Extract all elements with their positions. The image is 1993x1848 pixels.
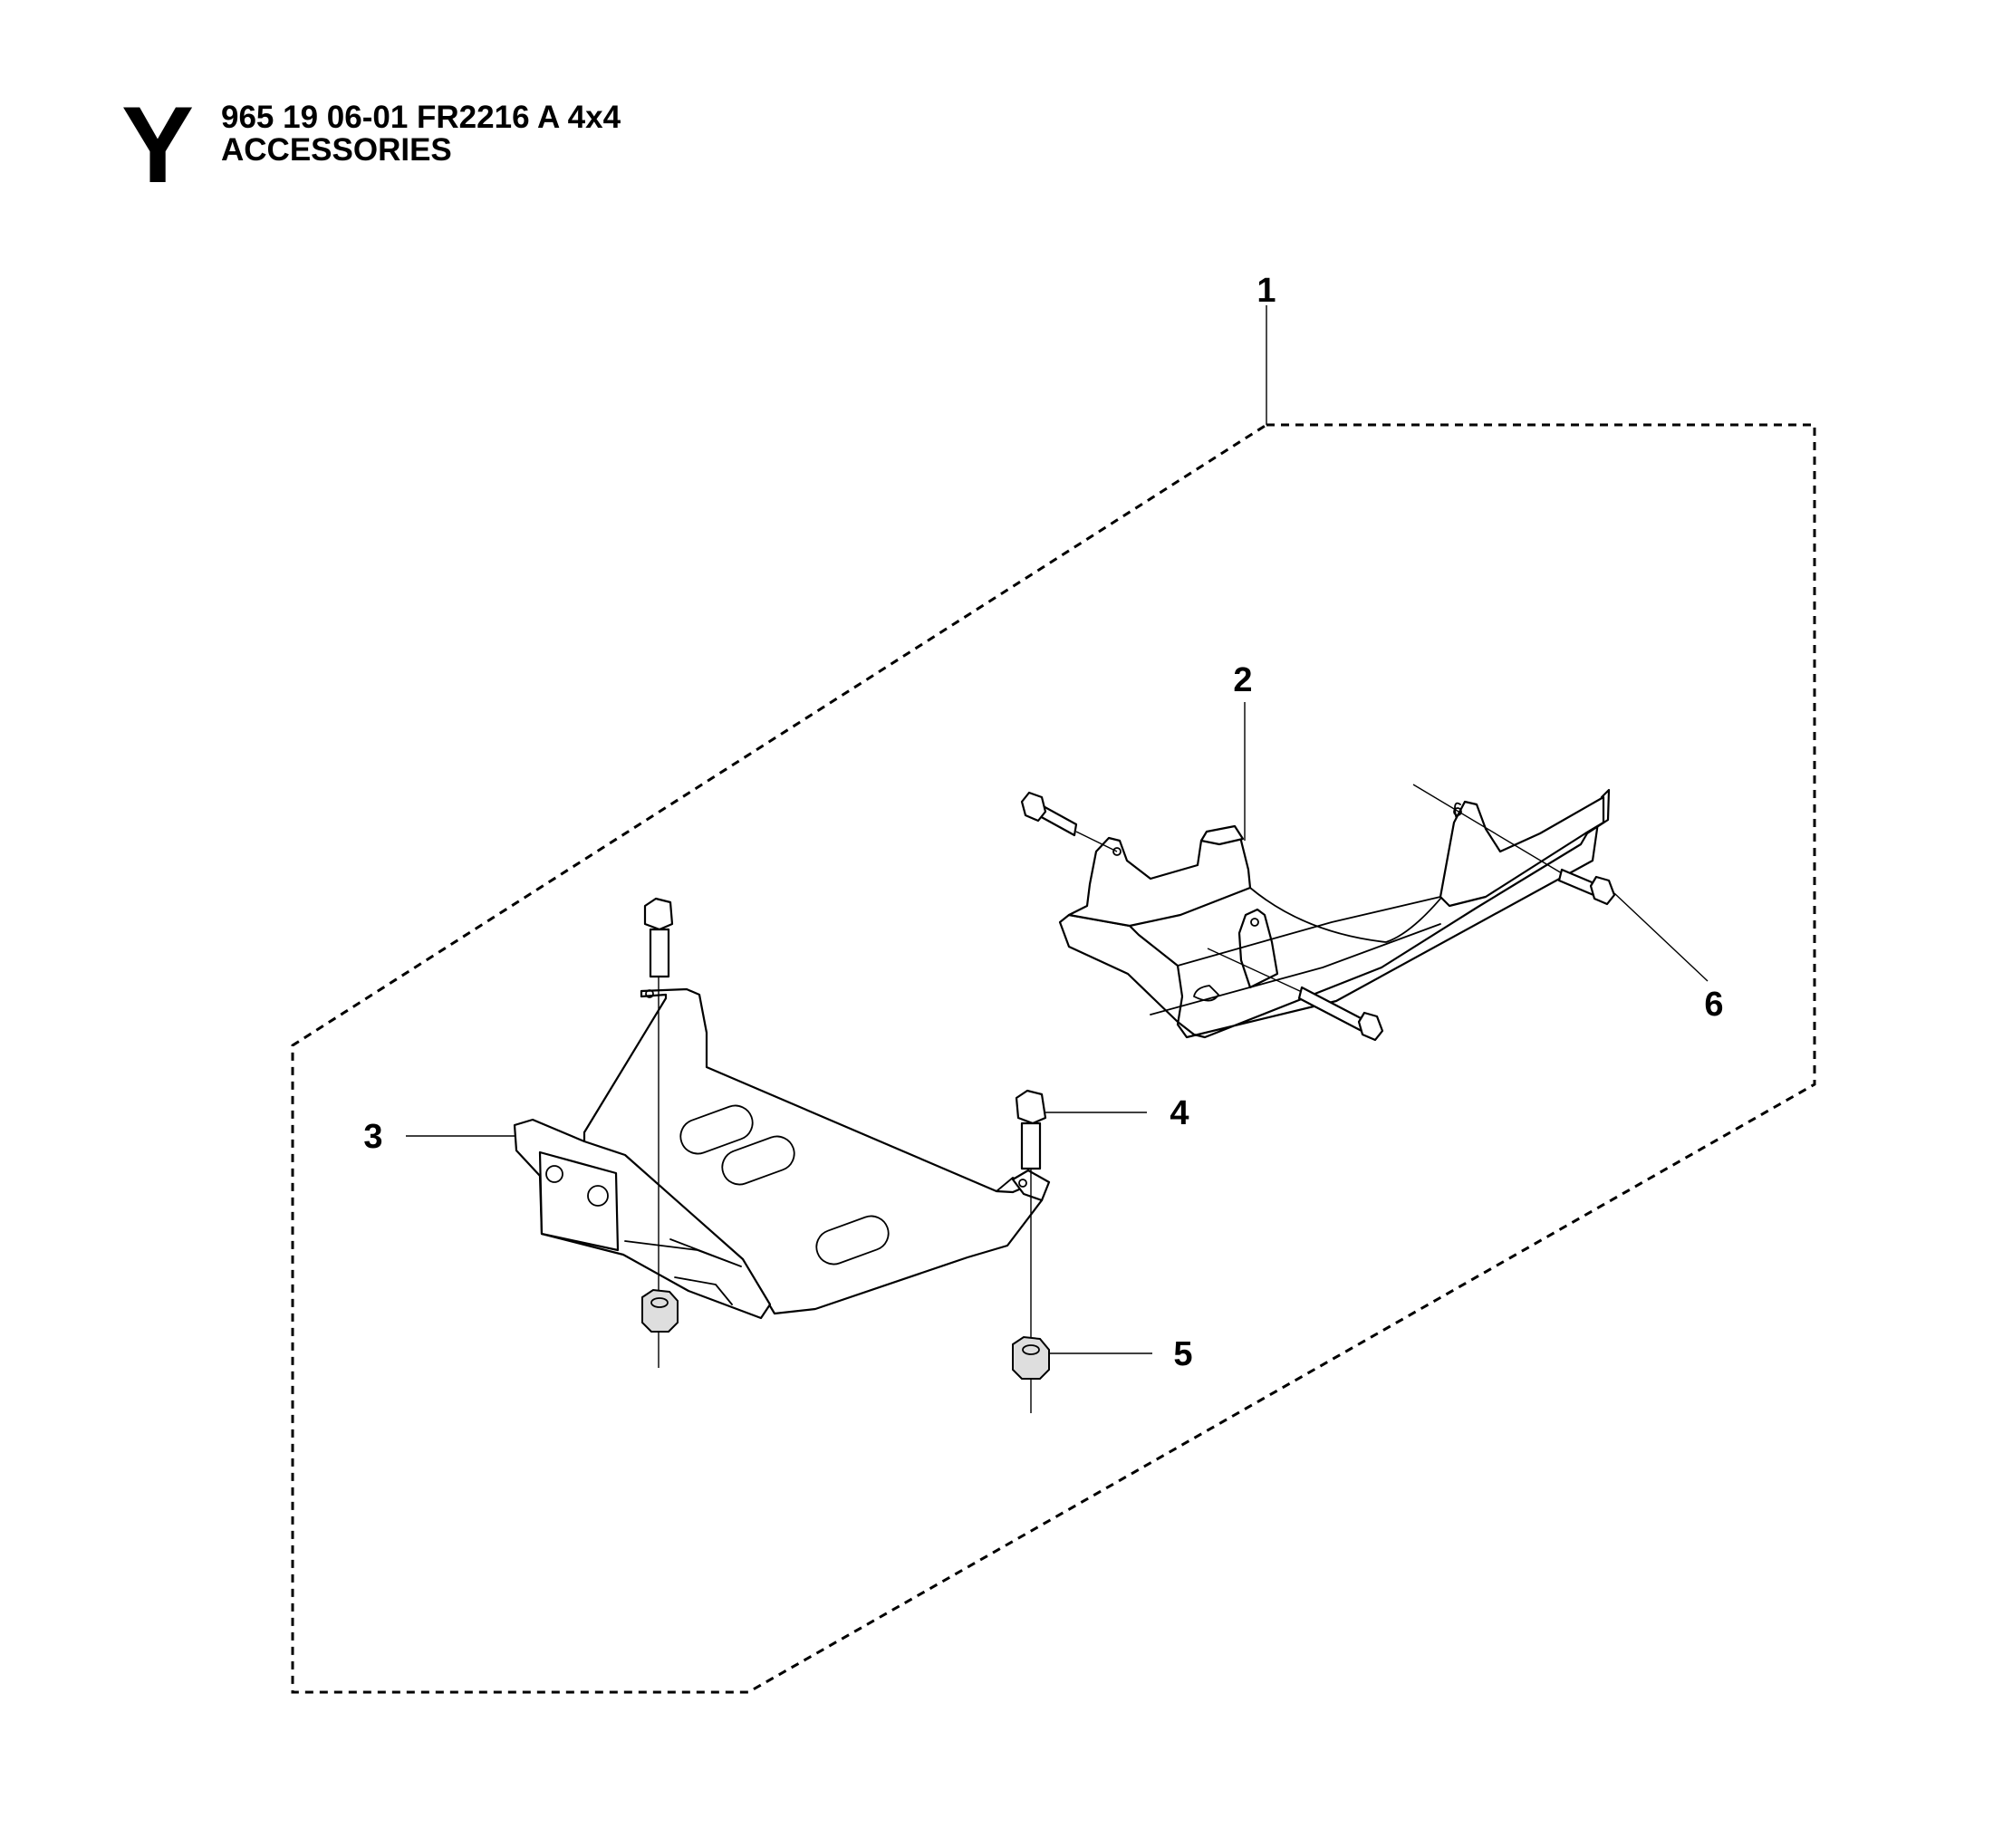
part-bolt-item-4 — [1015, 1089, 1047, 1341]
part-bolt-left-vertical — [641, 897, 679, 1368]
model-line: 965 19 06-01 FR2216 A 4x4 — [221, 100, 621, 135]
part-bolt-lower — [1207, 948, 1384, 1042]
part-front-guard — [513, 987, 1051, 1320]
callout-5: 5 — [1173, 1335, 1192, 1373]
callout-3: 3 — [363, 1118, 382, 1156]
leader-6 — [1613, 892, 1709, 982]
group-title: ACCESSORIES — [221, 132, 452, 168]
part-nut-item-5 — [1012, 1335, 1050, 1413]
title-block: 965 19 06-01 FR2216 A 4x4 ACCESSORIES — [221, 101, 621, 167]
section-letter: Y — [121, 84, 195, 206]
callout-1: 1 — [1256, 272, 1276, 310]
kit-boundary — [291, 423, 1816, 1694]
callout-6: 6 — [1704, 986, 1723, 1024]
part-bolt-upper-left — [1020, 791, 1118, 852]
callout-2: 2 — [1233, 661, 1252, 699]
part-bolt-right — [1412, 784, 1616, 906]
part-rear-guard — [1058, 788, 1611, 1039]
callout-4: 4 — [1170, 1094, 1189, 1132]
